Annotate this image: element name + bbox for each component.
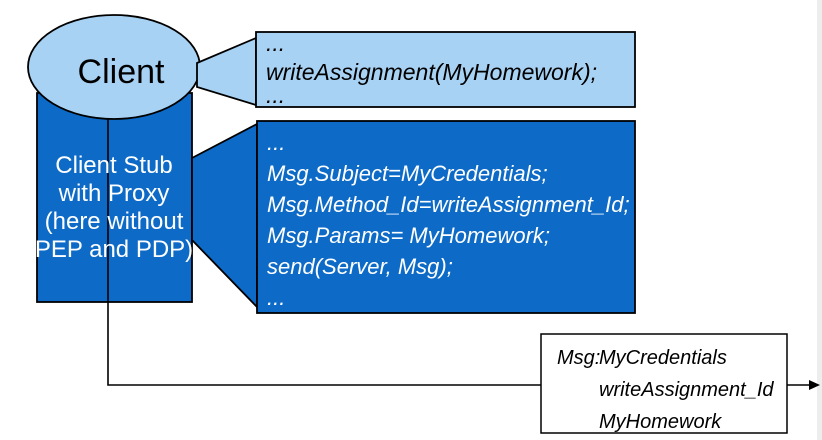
stub-code-callout-pointer [191, 122, 258, 310]
stub-code-line: ... [267, 285, 285, 310]
client-stub-label: Client Stub with Proxy (here without PEP… [35, 152, 193, 263]
client-label: Client [78, 53, 165, 91]
stub-code-line: Msg.Params= MyHomework; [267, 223, 550, 248]
message-arrow-head [809, 380, 820, 390]
app-code-callout [255, 31, 636, 108]
message-flow-line [107, 117, 541, 386]
app-code-line: ... [266, 30, 285, 56]
client-stub-line: with Proxy [58, 180, 170, 207]
app-code-callout-pointer [196, 36, 257, 107]
stub-code-line: Msg.Subject=MyCredentials; [267, 161, 548, 186]
message-box-label: Msg: [557, 347, 600, 369]
app-code-line: ... [266, 82, 285, 108]
page-edge-strip [817, 0, 822, 440]
message-box [540, 333, 788, 434]
message-value: MyHomework [599, 411, 722, 433]
app-code-line: writeAssignment(MyHomework); [266, 59, 597, 85]
stub-code-lines: ... Msg.Subject=MyCredentials; Msg.Metho… [267, 130, 630, 310]
app-code-lines: ... writeAssignment(MyHomework); ... [266, 30, 597, 108]
message-box-content: Msg: MyCredentials writeAssignment_Id My… [557, 347, 774, 433]
message-value: writeAssignment_Id [599, 379, 774, 401]
client-stub-line: (here without [45, 208, 184, 235]
stub-code-line: Msg.Method_Id=writeAssignment_Id; [267, 192, 630, 217]
client-stub-box [36, 92, 193, 303]
client-stub-line: Client Stub [55, 152, 172, 179]
message-value: MyCredentials [599, 347, 727, 369]
stub-code-callout [256, 120, 636, 314]
stub-code-line: ... [267, 130, 285, 155]
client-stub-line: PEP and PDP) [35, 236, 193, 263]
stub-code-line: send(Server, Msg); [267, 254, 453, 279]
